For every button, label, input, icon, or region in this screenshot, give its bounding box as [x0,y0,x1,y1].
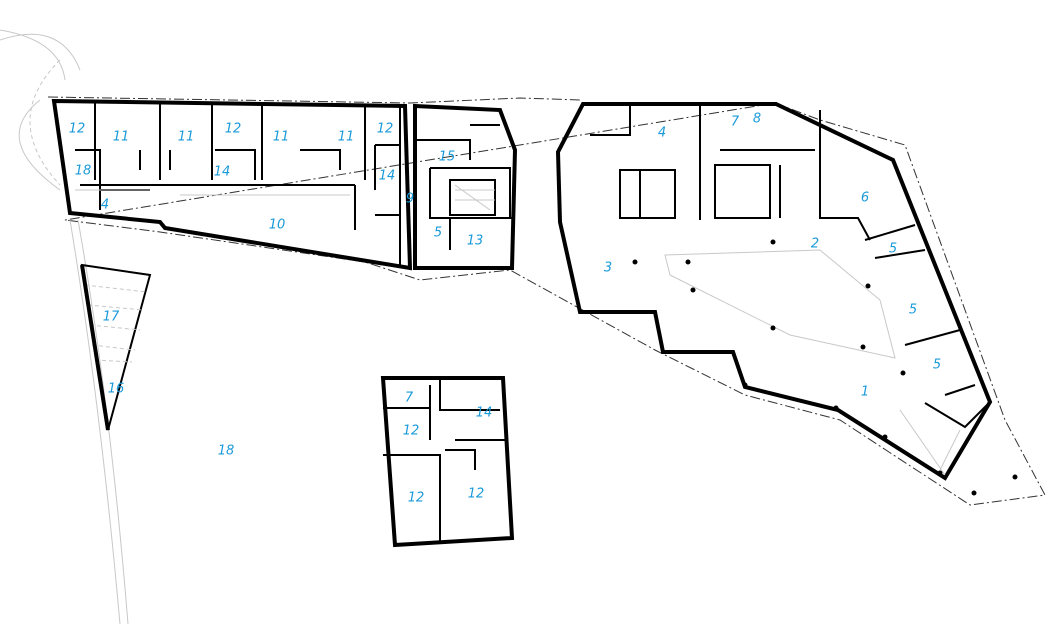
room-label: 5 [933,358,941,373]
room-label: 9 [406,192,414,207]
room-label: 11 [338,130,355,145]
room-label: 4 [658,126,666,141]
room-label: 7 [405,391,414,406]
room-label: 5 [434,226,442,241]
area-label: 17 [103,310,120,325]
room-label: 1 [861,385,869,400]
parking-area [80,263,152,431]
room-label: 6 [861,191,869,206]
east-building [555,102,1018,496]
room-label: 18 [75,164,92,179]
room-label: 14 [476,406,493,421]
room-label: 15 [439,150,456,165]
site-boundary [0,29,1046,624]
room-label: 2 [811,237,819,252]
room-label: 12 [377,122,394,137]
room-labels: 12 11 11 12 11 11 12 18 14 14 4 10 9 15 … [69,112,941,506]
room-label: 12 [468,487,485,502]
room-label: 11 [178,130,195,145]
room-label: 5 [889,242,897,257]
room-label: 10 [269,218,286,233]
area-label: 18 [218,444,235,459]
room-label: 4 [101,198,109,213]
room-label: 12 [403,424,420,439]
room-label: 7 [731,115,740,130]
room-label: 14 [214,165,231,180]
south-building [380,376,515,548]
room-label: 12 [69,122,86,137]
area-label: 16 [108,382,125,397]
room-label: 11 [273,130,290,145]
room-label: 12 [408,491,425,506]
room-label: 3 [604,261,612,276]
room-label: 12 [225,122,242,137]
room-label: 14 [379,169,396,184]
room-label: 8 [753,112,761,127]
room-label: 11 [113,130,130,145]
room-label: 13 [467,234,484,249]
room-label: 5 [909,303,917,318]
west-building [51,98,518,271]
